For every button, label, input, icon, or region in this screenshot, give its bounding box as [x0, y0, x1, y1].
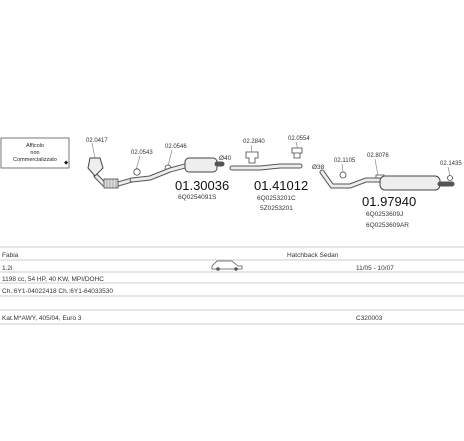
vehicle-model: Fabia [2, 252, 19, 259]
gasket-icon [133, 168, 141, 176]
main-part-oem-6q0254091s: 6Q0254091S [178, 194, 217, 201]
part-code-02-0546: 02.0546 [165, 144, 187, 150]
brand-box-mark-icon: ◆ [64, 160, 69, 166]
clamp-icon [291, 147, 303, 159]
part-code-02-0417: 02.0417 [86, 138, 108, 144]
vehicle-chassis: Ch.:6Y1-04022418 Ch.:6Y1-64033530 [2, 288, 113, 295]
main-part-oem-6q0253201c: 6Q0253201C [257, 195, 296, 202]
brand-box-line-1: Afficolo [26, 143, 44, 149]
vehicle-notes: Kat.M*AWY, 405/04, Euro 3 [2, 315, 82, 322]
car-icon [211, 260, 243, 271]
rear-pipe-part [319, 169, 383, 189]
main-part-oem-6q0253609ar: 6Q0253609AR [366, 222, 409, 229]
part-code-02-1435: 02.1435 [440, 161, 462, 167]
brand-box-line-2: non [30, 150, 39, 156]
clamp-icon [245, 151, 259, 164]
middle-pipe-part [229, 163, 303, 171]
part-code-02-0543: 02.0543 [131, 150, 153, 156]
front-pipe-part [87, 157, 135, 189]
vehicle-engine: 1.2i [2, 265, 12, 272]
diameter-label-40: Ø40 [219, 155, 232, 162]
vehicle-body: Hatchback Sedan [287, 252, 339, 259]
main-part-number-01-30036: 01.30036 [175, 178, 229, 193]
part-code-02-8076: 02.8076 [367, 153, 389, 159]
diameter-label-38: Ø38 [312, 164, 325, 171]
brand-box-line-3: Commercializzato [13, 157, 57, 163]
part-code-02-0554: 02.0554 [288, 136, 310, 142]
gasket-icon [339, 171, 347, 179]
main-part-oem-5z0253201: 5Z0253201 [260, 205, 293, 212]
main-part-number-01-97940: 01.97940 [362, 194, 416, 209]
part-code-02-1105: 02.1105 [334, 158, 356, 164]
main-part-number-01-41012: 01.41012 [254, 178, 308, 193]
vehicle-ref: C320003 [356, 315, 383, 322]
vehicle-spec: 1198 cc, 54 HP, 40 KW, MPI/DOHC [2, 276, 104, 283]
main-part-oem-6q0253609j: 6Q0253609J [366, 211, 403, 218]
part-code-02-2840: 02.2840 [243, 139, 265, 145]
vehicle-years: 11/05 - 10/07 [356, 265, 394, 272]
rear-muffler-part [379, 175, 455, 191]
center-muffler-part [184, 157, 225, 173]
gasket-icon [447, 175, 453, 181]
brand-box: Afficolo non Commercializzato ◆ [0, 137, 70, 169]
